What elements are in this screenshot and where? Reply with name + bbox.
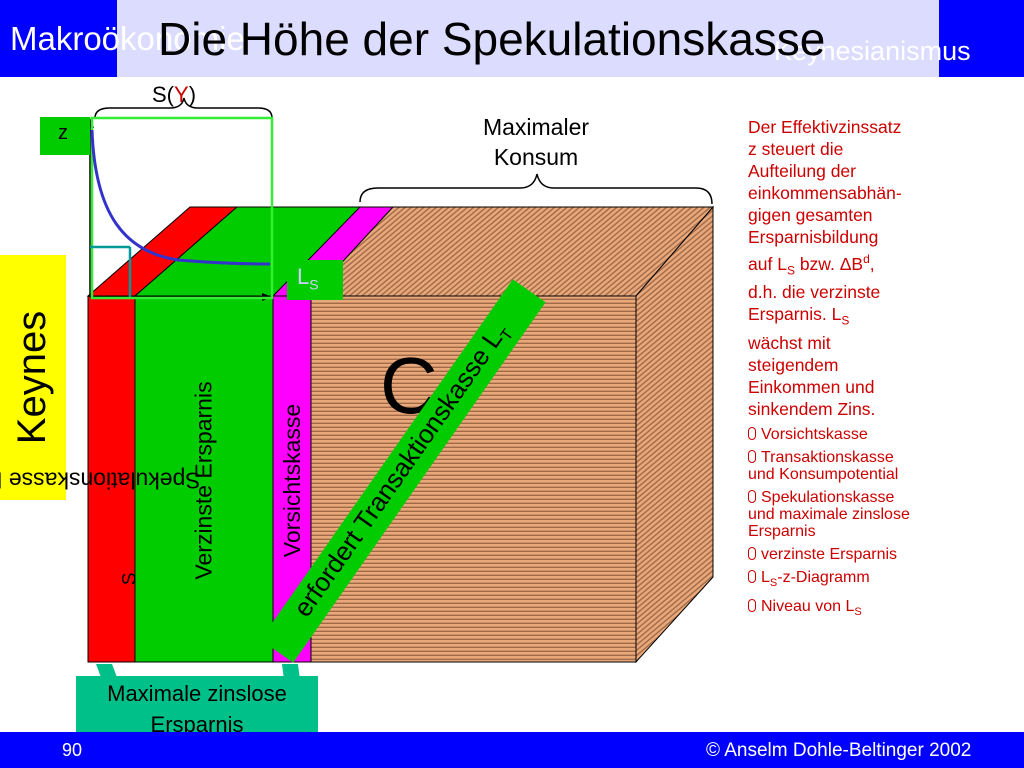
mouse-icon: [748, 570, 756, 583]
mouse-icon: [748, 490, 756, 503]
ls-demand-curve: [90, 129, 271, 266]
link-ls-z-diagramm[interactable]: LS-z-Diagramm: [748, 569, 1018, 592]
course-label: Makroökonomie: [10, 20, 245, 57]
mouse-icon: [748, 547, 756, 560]
link-verzinste-ersparnis[interactable]: verzinste Ersparnis: [748, 546, 1018, 563]
link-vorsichtskasse[interactable]: Vorsichtskasse: [748, 426, 1018, 443]
verzinste-ersparnis-label: Verzinste Ersparnis: [190, 380, 217, 580]
bar-verzinst: [134, 295, 274, 663]
bar-spekulation: [87, 295, 136, 663]
z-axis-label: z: [58, 122, 68, 144]
mouse-icon: [748, 599, 756, 613]
page-title: Die Höhe der Spekulationskasse: [158, 13, 826, 65]
ls-axis-label: LS: [297, 264, 319, 293]
title-box: [117, 0, 939, 77]
mouse-icon: [748, 427, 756, 440]
sy-brace: [94, 97, 273, 119]
link-niveau-ls[interactable]: Niveau von LS: [748, 598, 1018, 621]
mouse-icon: [748, 450, 756, 463]
ls-box: [287, 260, 343, 300]
keynes-tab[interactable]: [0, 255, 66, 500]
copyright-text: © Anselm Dohle-Beltinger 2002: [706, 740, 972, 761]
sy-label: S(Y): [152, 82, 197, 107]
z-box: [40, 117, 90, 155]
sy-frame: [90, 116, 274, 300]
explanation-text: Der Effektivzinssatz z steuert die Aufte…: [748, 117, 902, 419]
footer-bar: [0, 732, 1024, 768]
konsum-brace: [359, 173, 713, 205]
chapter-label: Keynesianismus: [774, 36, 971, 66]
page-number: 90: [62, 740, 83, 760]
